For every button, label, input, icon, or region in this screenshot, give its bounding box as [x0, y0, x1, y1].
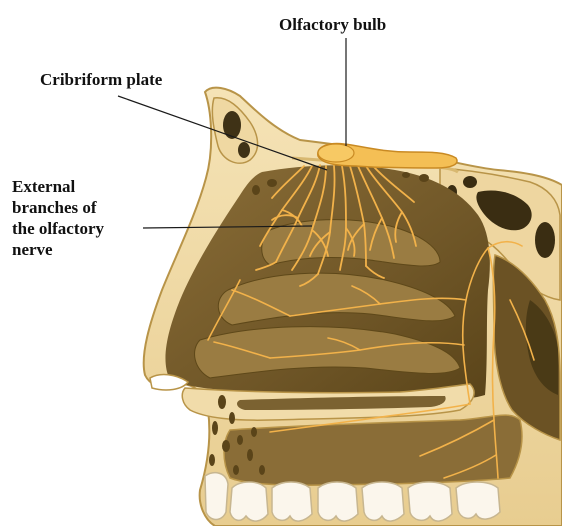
- label-cribriform-plate: Cribriform plate: [40, 69, 162, 90]
- sinus-pocket: [223, 111, 241, 139]
- label-olfactory-bulb: Olfactory bulb: [279, 14, 386, 35]
- label-external-branches-line: branches of: [12, 197, 104, 218]
- olfactory-bulb-tip: [318, 144, 354, 162]
- label-external-branches-line: the olfactory: [12, 218, 104, 239]
- label-external-branches-line: External: [12, 176, 104, 197]
- sinus-pocket: [535, 222, 555, 258]
- label-external-branches: External branches of the olfactory nerve: [12, 176, 104, 260]
- label-external-branches-line: nerve: [12, 239, 104, 260]
- sinus-pocket: [238, 142, 250, 158]
- sinus-pocket: [463, 176, 477, 188]
